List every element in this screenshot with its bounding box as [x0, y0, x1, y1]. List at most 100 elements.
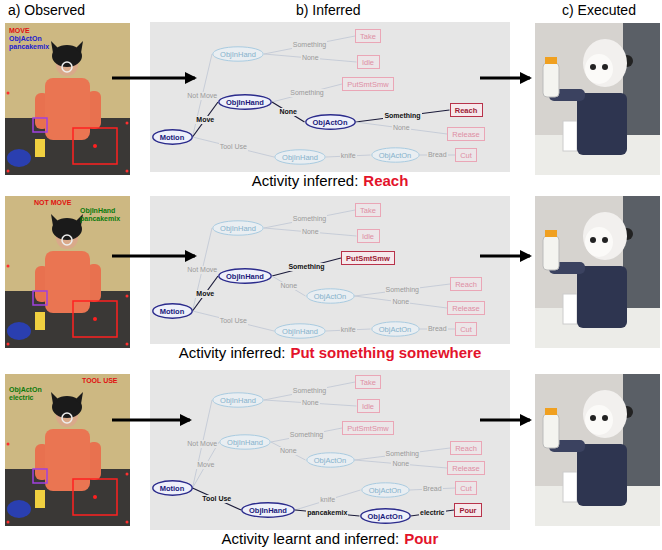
- branch-label: Something: [292, 215, 327, 223]
- branch-label: None: [392, 124, 411, 132]
- branch-label: Something: [289, 89, 324, 97]
- activity-box: Take: [355, 203, 381, 217]
- activity-box: Reach: [450, 441, 482, 455]
- photo-overlay-text: electric: [9, 394, 34, 402]
- tree-branch: [193, 488, 242, 510]
- tree-branch: [272, 84, 342, 102]
- observed-photo: [5, 374, 130, 526]
- activity-box: Reach: [450, 277, 482, 291]
- tree-branch: [271, 442, 306, 460]
- state-ellipse: ObjInHand: [219, 434, 271, 450]
- executed-photo: [535, 23, 660, 175]
- tree-branch: [264, 228, 357, 236]
- tree-branch: [272, 258, 341, 276]
- branch-label: Something: [287, 263, 325, 271]
- tree-branch: [272, 102, 305, 122]
- node-label: ObjInHand: [220, 396, 256, 405]
- branch-label: None: [279, 282, 298, 290]
- activity-box: Pour: [454, 503, 482, 517]
- node-label: ObjInHand: [249, 506, 287, 515]
- branch-label: Something: [385, 286, 420, 294]
- activity-name: Put something somewhere: [290, 344, 481, 361]
- state-ellipse: ObjInHand: [274, 149, 326, 165]
- node-label: Idle: [362, 58, 374, 67]
- tree-branch: [295, 510, 360, 516]
- caption-text: Activity inferred:: [252, 172, 359, 189]
- tree-branch: [355, 448, 451, 460]
- node-label: Idle: [362, 402, 374, 411]
- ellipse-shape: [371, 322, 418, 336]
- branch-label: Bread: [427, 151, 448, 159]
- tree-branch: [193, 311, 275, 331]
- activity-box: Idle: [357, 229, 380, 243]
- node-label: Cut: [460, 484, 472, 493]
- branch-label: None: [279, 108, 299, 116]
- executed-photo: [535, 196, 660, 348]
- ellipse-shape: [219, 95, 271, 109]
- photo-overlay-text: TOOL USE: [82, 377, 118, 385]
- branch-label: Tool Use: [201, 495, 232, 503]
- ellipse-shape: [152, 481, 191, 495]
- node-label: Motion: [160, 484, 185, 493]
- activity-box: Idle: [357, 55, 380, 69]
- node-label: PutSmtSmw: [347, 80, 388, 89]
- column-heading: c) Executed: [562, 3, 636, 18]
- node-label: Cut: [460, 325, 472, 334]
- photo-overlay-text: ObjInHand: [80, 207, 115, 215]
- node-label: ObjActOn: [379, 151, 412, 160]
- branch-label: knife: [340, 152, 357, 160]
- branch-label: Not Move: [186, 440, 218, 448]
- node-label: Release: [452, 130, 480, 139]
- tree-branch: [264, 210, 355, 228]
- branch-label: Tool Use: [219, 143, 248, 151]
- ellipse-shape: [219, 269, 271, 283]
- tree-branch: [355, 284, 451, 296]
- branch-label: Something: [292, 41, 327, 49]
- state-ellipse: ObjActOn: [306, 288, 355, 304]
- ellipse-shape: [242, 503, 294, 517]
- activity-box: PutSmtSmw: [341, 251, 395, 265]
- node-label: ObjActOn: [313, 118, 348, 127]
- photo-overlay-text: ObjActOn: [9, 386, 42, 394]
- ellipse-shape: [213, 221, 263, 235]
- observed-photo: [5, 23, 130, 175]
- ellipse-shape: [306, 453, 353, 467]
- branch-label: Bread: [427, 325, 448, 333]
- tree-branch: [411, 510, 455, 516]
- node-label: PutSmtSmw: [346, 254, 390, 263]
- state-ellipse: ObjInHand: [212, 392, 264, 408]
- activity-box: PutSmtSmw: [342, 421, 394, 435]
- ellipse-shape: [213, 47, 263, 61]
- state-ellipse: ObjInHand: [212, 46, 264, 62]
- ellipse-shape: [305, 115, 354, 129]
- activity-box: Take: [355, 375, 381, 389]
- activity-name: Reach: [363, 172, 408, 189]
- column-heading: b) Inferred: [296, 3, 361, 18]
- branch-label: pancakemix: [306, 509, 348, 517]
- branch-label: Something: [292, 387, 327, 395]
- flow-arrow: [480, 419, 530, 422]
- tree-branch: [355, 296, 448, 308]
- branch-label: Tool Use: [219, 317, 248, 325]
- branch-label: None: [301, 228, 320, 236]
- state-ellipse: ObjActOn: [305, 114, 356, 130]
- branch-label: Not Move: [186, 266, 218, 274]
- ellipse-shape: [213, 393, 263, 407]
- tree-branch: [295, 490, 361, 510]
- state-ellipse: ObjInHand: [241, 502, 295, 518]
- branch-label: Something: [289, 431, 324, 439]
- node-label: Cut: [460, 151, 472, 160]
- ellipse-shape: [275, 324, 325, 338]
- tree-branch: [193, 276, 219, 311]
- activity-box: Cut: [455, 148, 477, 162]
- branch-label: Move: [195, 290, 215, 298]
- branch-label: None: [301, 399, 320, 407]
- flow-arrow: [112, 419, 190, 422]
- state-ellipse: ObjActOn: [371, 321, 420, 337]
- photo-overlay-text: pancakemix: [80, 215, 120, 223]
- ellipse-shape: [152, 130, 191, 144]
- activity-box: Cut: [455, 322, 477, 336]
- flow-arrow: [480, 255, 530, 258]
- state-ellipse: ObjActOn: [371, 147, 420, 163]
- branch-label: Move: [195, 116, 215, 124]
